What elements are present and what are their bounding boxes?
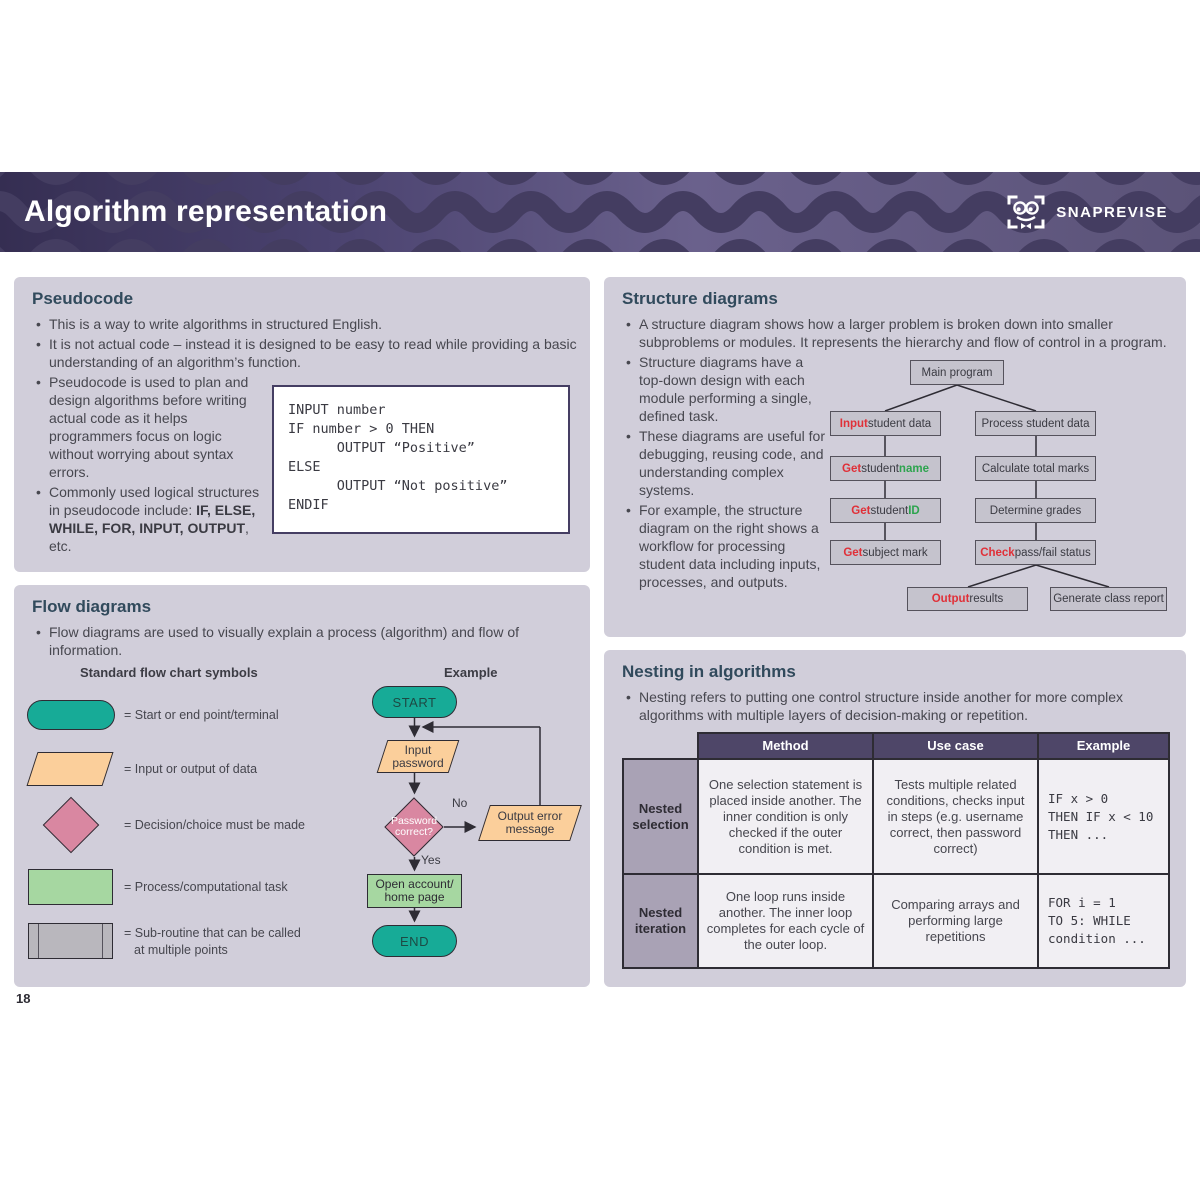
brand-name: SNAPREVISE — [1056, 203, 1168, 221]
row-header: Nested iteration — [622, 873, 699, 969]
example-code: IF x > 0 THEN IF x < 10 THEN ... — [1048, 790, 1154, 842]
page-number: 18 — [16, 991, 31, 1006]
structure-diagrams-section: Structure diagrams A structure diagram s… — [604, 277, 1186, 637]
brand-logo: SNAPREVISE — [1006, 172, 1168, 252]
flowchart-output-error: Output error message — [478, 805, 582, 841]
structure-node-get-student-name: Get student name — [830, 456, 941, 481]
flow-bullets: Flow diagrams are used to visually expla… — [14, 623, 590, 659]
process-symbol-label: = Process/computational task — [124, 880, 288, 894]
flowchart-end-terminal: END — [372, 925, 457, 957]
pseudocode-code: INPUT number IF number > 0 THEN OUTPUT “… — [288, 402, 508, 513]
bullet: Pseudocode is used to plan and design al… — [36, 373, 264, 481]
flowchart-input-password: Input password — [376, 740, 460, 773]
nesting-bullets: Nesting refers to putting one control st… — [604, 688, 1186, 724]
example-code: FOR i = 1 TO 5: WHILE condition ... — [1048, 895, 1146, 946]
table-corner-cell — [623, 733, 698, 759]
structure-heading: Structure diagrams — [622, 289, 778, 308]
use-case-cell: Comparing arrays and performing large re… — [872, 873, 1039, 969]
header-band: Algorithm representation SNAPREVISE — [0, 172, 1200, 252]
subroutine-symbol-label: = Sub-routine that can be called — [124, 926, 301, 940]
subroutine-symbol-label-line2: at multiple points — [134, 943, 228, 957]
decision-symbol-label: = Decision/choice must be made — [124, 818, 305, 832]
nesting-table: Method Use case Example Nested selection… — [622, 732, 1170, 969]
structure-node-check-pass-fail: Check pass/fail status — [975, 540, 1096, 565]
bullet: Nesting refers to putting one control st… — [626, 688, 1174, 724]
flowchart-open-account: Open account/ home page — [367, 874, 462, 908]
terminal-symbol — [27, 700, 115, 730]
structure-node-determine-grades: Determine grades — [975, 498, 1096, 523]
column-header-method: Method — [697, 732, 874, 760]
method-cell: One loop runs inside another. The inner … — [697, 873, 874, 969]
bullet: A structure diagram shows how a larger p… — [626, 315, 1184, 351]
column-header-example: Example — [1037, 732, 1170, 760]
bullet: It is not actual code – instead it is de… — [36, 335, 589, 371]
structure-node-get-student-id: Get student ID — [830, 498, 941, 523]
structure-node-process-student-data: Process student data — [975, 411, 1096, 436]
flowchart-yes-label: Yes — [421, 853, 441, 867]
flowchart-start-terminal: START — [372, 686, 457, 718]
process-symbol — [28, 869, 113, 905]
flowchart-decision-label: Password correct? — [390, 814, 438, 838]
structure-node-main-program: Main program — [910, 360, 1004, 385]
flowchart-input-password-label: Input password — [392, 742, 444, 770]
pseudocode-bullets: This is a way to write algorithms in str… — [14, 315, 590, 555]
structure-node-get-subject-mark: Get subject mark — [830, 540, 941, 565]
row-header: Nested selection — [622, 758, 699, 875]
bullet: For example, the structure diagram on th… — [626, 501, 829, 591]
flow-heading: Flow diagrams — [32, 597, 152, 616]
example-column-title: Example — [444, 665, 498, 680]
bullet: Flow diagrams are used to visually expla… — [36, 623, 589, 659]
nesting-heading: Nesting in algorithms — [622, 662, 796, 681]
snaprevise-owl-icon — [1007, 195, 1045, 229]
page-title: Algorithm representation — [24, 195, 388, 228]
flow-diagrams-section: Flow diagrams Flow diagrams are used to … — [14, 585, 590, 987]
bullet: These diagrams are useful for debugging,… — [626, 427, 829, 499]
flowchart-output-error-label: Output error message — [497, 809, 563, 836]
example-cell: FOR i = 1 TO 5: WHILE condition ... — [1037, 873, 1170, 969]
table-row-nested-iteration: Nested iteration One loop runs inside an… — [622, 873, 1170, 969]
structure-diagram-connectors — [884, 384, 1110, 588]
structure-node-output-results: Output results — [907, 587, 1028, 611]
method-cell: One selection statement is placed inside… — [697, 758, 874, 875]
structure-bullets: A structure diagram shows how a larger p… — [604, 315, 1186, 591]
table-row-nested-selection: Nested selection One selection statement… — [622, 758, 1170, 875]
column-header-use-case: Use case — [872, 732, 1039, 760]
example-cell: IF x > 0 THEN IF x < 10 THEN ... — [1037, 758, 1170, 875]
subroutine-symbol — [28, 923, 113, 959]
flowchart-no-label: No — [452, 796, 468, 810]
use-case-cell: Tests multiple related conditions, check… — [872, 758, 1039, 875]
structure-node-generate-class-report: Generate class report — [1050, 587, 1167, 611]
bullet: This is a way to write algorithms in str… — [36, 315, 574, 333]
bullet: Structure diagrams have a top-down desig… — [626, 353, 829, 425]
flowchart-connectors — [408, 718, 541, 923]
nesting-section: Nesting in algorithms Nesting refers to … — [604, 650, 1186, 987]
symbols-column-title: Standard flow chart symbols — [80, 665, 258, 680]
subroutine-right-bar — [102, 924, 103, 958]
structure-node-calculate-total-marks: Calculate total marks — [975, 456, 1096, 481]
terminal-symbol-label: = Start or end point/terminal — [124, 708, 279, 722]
structure-node-input-student-data: Input student data — [830, 411, 941, 436]
table-header-row: Method Use case Example — [623, 732, 1170, 760]
pseudocode-code-box: INPUT number IF number > 0 THEN OUTPUT “… — [272, 385, 570, 534]
pseudocode-section: Pseudocode This is a way to write algori… — [14, 277, 590, 572]
bullet: Commonly used logical structures in pseu… — [36, 483, 264, 555]
wave-pattern — [0, 172, 1200, 252]
pseudocode-heading: Pseudocode — [32, 289, 134, 308]
subroutine-left-bar — [38, 924, 39, 958]
input-output-symbol-label: = Input or output of data — [124, 762, 258, 776]
